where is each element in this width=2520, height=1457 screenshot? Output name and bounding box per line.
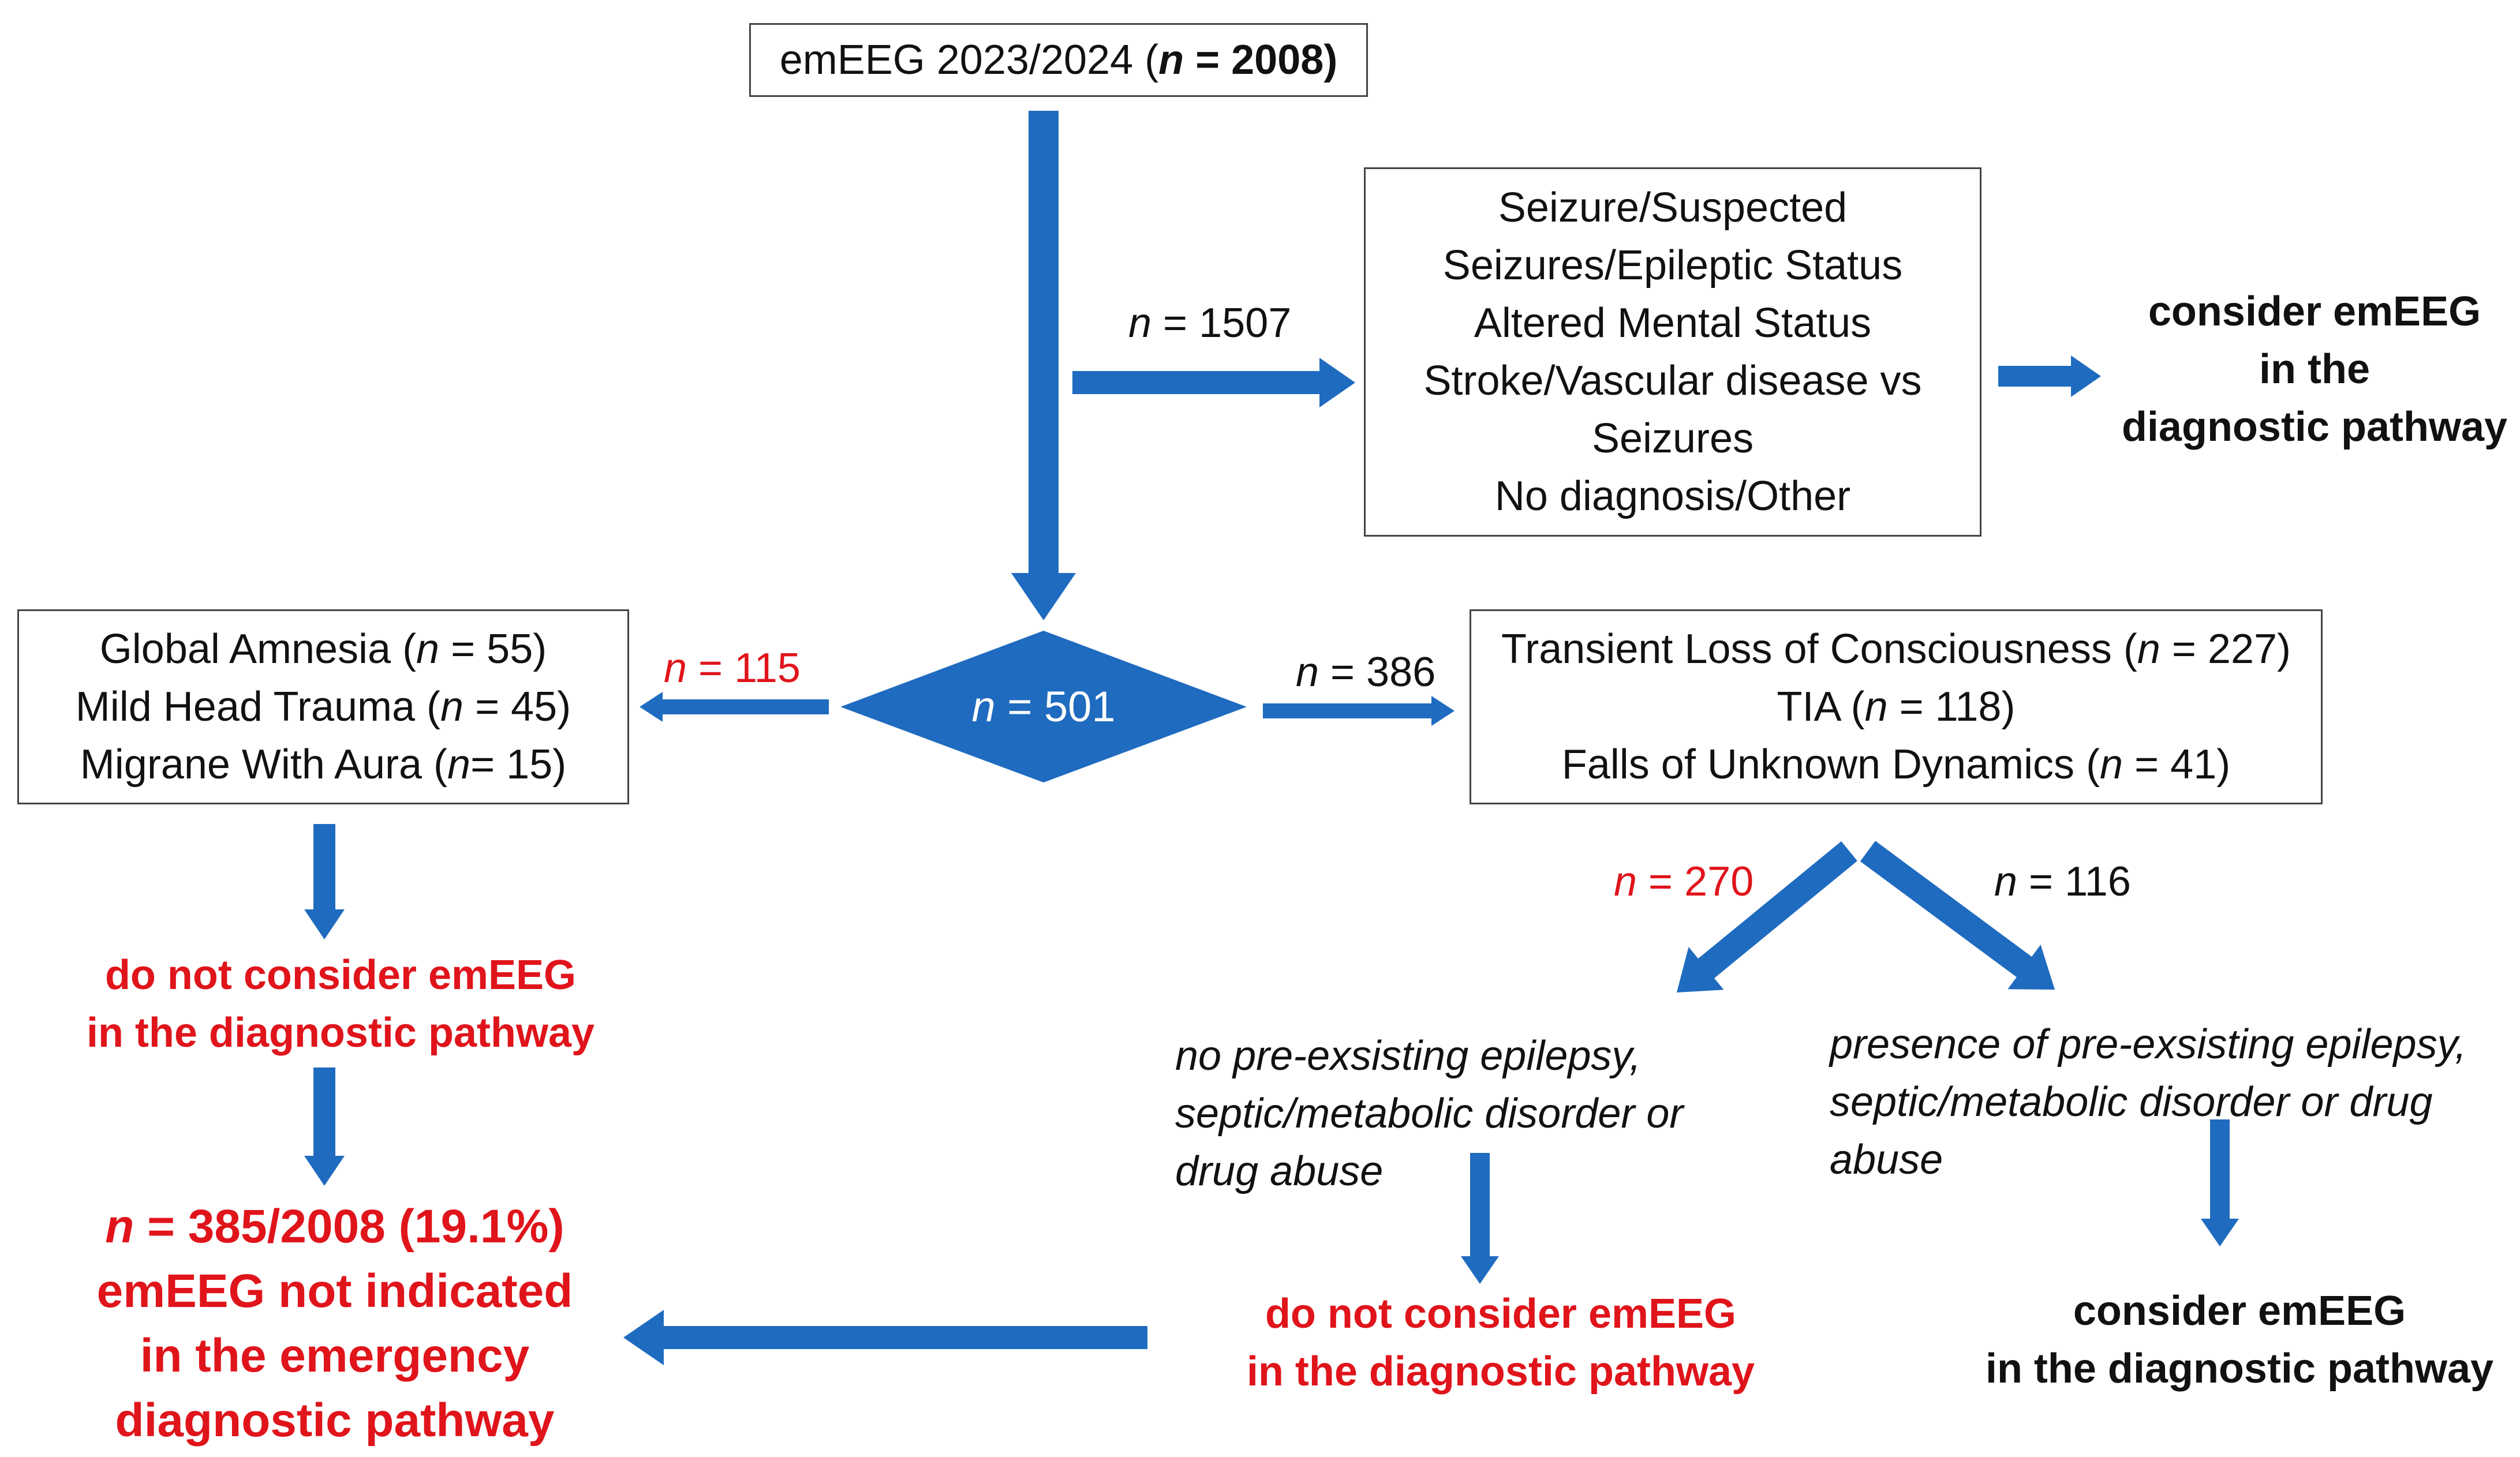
do-not-consider-bottom: do not consider emEEG in the diagnostic … bbox=[1212, 1285, 1789, 1400]
arrow-right-to-no bbox=[1677, 841, 1857, 992]
flow-116-n: n bbox=[1994, 859, 2018, 905]
no-preexisting-label: no pre-exsisting epilepsy, septic/metabo… bbox=[1175, 1027, 1683, 1200]
top-box-close: ) bbox=[1323, 37, 1338, 83]
left-line-n: n bbox=[416, 626, 440, 672]
do-not-bottom-line: in the diagnostic pathway bbox=[1246, 1349, 1755, 1395]
left-line-post: = 15) bbox=[470, 741, 567, 788]
consider-bottom-line: in the diagnostic pathway bbox=[1985, 1346, 2494, 1392]
flow-label-1507: n = 1507 bbox=[1128, 294, 1291, 352]
right-line-pre: Transient Loss of Consciousness ( bbox=[1501, 626, 2137, 672]
result-line: diagnostic pathway bbox=[115, 1394, 555, 1447]
arrow-donot-to-result-bottom bbox=[623, 1310, 1147, 1365]
right-line-post: = 41) bbox=[2123, 741, 2231, 788]
diamond-n: n bbox=[971, 683, 996, 731]
do-not-bottom-line: do not consider emEEG bbox=[1265, 1291, 1737, 1337]
arrow-presence-to-consider bbox=[2201, 1119, 2239, 1246]
right-box-line: TIA (n = 118) bbox=[1777, 678, 2016, 736]
flow-386-rest: = 386 bbox=[1319, 649, 1436, 695]
conditions-line: Seizures/Epileptic Status bbox=[1442, 242, 1903, 289]
left-line-pre: Global Amnesia ( bbox=[99, 626, 417, 672]
consider-top-label: consider emEEG in the diagnostic pathway bbox=[2113, 283, 2517, 456]
arrow-donot-to-result bbox=[304, 1068, 345, 1186]
left-box-line: Global Amnesia (n = 55) bbox=[100, 620, 547, 678]
arrow-no-to-donot bbox=[1461, 1153, 1499, 1284]
right-line-n: n bbox=[1864, 684, 1888, 730]
left-line-n: n bbox=[447, 741, 471, 788]
flow-label-115: n = 115 bbox=[664, 639, 801, 697]
flow-label-116: n = 116 bbox=[1994, 853, 2131, 911]
left-box-line: Mild Head Trauma (n = 45) bbox=[76, 678, 571, 736]
presence-line: presence of pre-exsisting epilepsy, bbox=[1830, 1021, 2467, 1068]
presence-line: septic/metabolic disorder or drug bbox=[1830, 1079, 2433, 1125]
flow-270-rest: = 270 bbox=[1637, 859, 1754, 905]
result-line: in the emergency bbox=[140, 1329, 530, 1382]
flow-label-386: n = 386 bbox=[1296, 643, 1435, 701]
arrow-diamond-to-right bbox=[1263, 696, 1455, 726]
right-box-line: Falls of Unknown Dynamics (n = 41) bbox=[1562, 736, 2230, 793]
top-box-post: = 2008 bbox=[1184, 37, 1324, 83]
do-not-left-line: do not consider emEEG bbox=[104, 952, 577, 998]
left-line-n: n bbox=[440, 684, 464, 730]
flow-1507-n: n bbox=[1128, 300, 1152, 346]
arrow-conditions-to-consider bbox=[1998, 355, 2101, 397]
arrow-right-to-presence bbox=[1860, 841, 2055, 990]
right-line-n: n bbox=[2137, 626, 2160, 672]
top-box-label: emEEG 2023/2024 (n = 2008) bbox=[780, 31, 1338, 89]
conditions-line: No diagnosis/Other bbox=[1494, 473, 1851, 519]
right-line-post: = 227) bbox=[2160, 626, 2291, 672]
left-line-post: = 45) bbox=[463, 684, 571, 730]
left-line-post: = 55) bbox=[439, 626, 547, 672]
result-rest: = 385/2008 (19.1%) bbox=[134, 1200, 564, 1253]
left-line-pre: Migrane With Aura ( bbox=[80, 741, 448, 788]
diamond-label: n = 501 bbox=[898, 678, 1189, 736]
arrow-left-to-donot bbox=[304, 824, 345, 939]
left-box-line: Migrane With Aura (n= 15) bbox=[80, 736, 566, 793]
top-box: emEEG 2023/2024 (n = 2008) bbox=[749, 23, 1368, 97]
arrow-top-to-diamond bbox=[1011, 111, 1076, 620]
conditions-line: Seizures bbox=[1591, 415, 1754, 462]
conditions-line: Stroke/Vascular disease vs bbox=[1423, 358, 1922, 404]
conditions-line: Altered Mental Status bbox=[1474, 300, 1872, 346]
right-line-n: n bbox=[2100, 741, 2123, 788]
arrow-to-conditions bbox=[1072, 358, 1355, 407]
arrow-diamond-to-left bbox=[640, 692, 829, 722]
left-line-pre: Mild Head Trauma ( bbox=[75, 684, 441, 730]
right-box: Transient Loss of Consciousness (n = 227… bbox=[1470, 609, 2323, 804]
presence-line: abuse bbox=[1830, 1137, 1943, 1183]
consider-bottom-label: consider emEEG in the diagnostic pathway bbox=[1962, 1282, 2517, 1398]
flow-116-rest: = 116 bbox=[2017, 859, 2131, 905]
result-line: emEEG not indicated bbox=[96, 1265, 573, 1317]
flow-115-rest: = 115 bbox=[687, 645, 801, 691]
left-box: Global Amnesia (n = 55) Mild Head Trauma… bbox=[17, 609, 629, 804]
flow-label-270: n = 270 bbox=[1614, 853, 1753, 911]
top-box-pre: emEEG 2023/2024 ( bbox=[779, 37, 1159, 83]
consider-top-line: diagnostic pathway bbox=[2121, 404, 2508, 450]
conditions-line: Seizure/Suspected bbox=[1498, 185, 1848, 231]
flow-270-n: n bbox=[1614, 859, 1637, 905]
no-preexisting-line: no pre-exsisting epilepsy, bbox=[1175, 1033, 1642, 1079]
presence-label: presence of pre-exsisting epilepsy, sept… bbox=[1830, 1016, 2466, 1189]
consider-bottom-line: consider emEEG bbox=[2073, 1288, 2406, 1334]
do-not-consider-left: do not consider emEEG in the diagnostic … bbox=[52, 946, 629, 1062]
right-line-pre: TIA ( bbox=[1777, 684, 1865, 730]
conditions-box: Seizure/Suspected Seizures/Epileptic Sta… bbox=[1364, 167, 1981, 537]
result-n: n bbox=[105, 1200, 134, 1253]
flow-1507-rest: = 1507 bbox=[1151, 300, 1292, 346]
no-preexisting-line: drug abuse bbox=[1175, 1148, 1384, 1194]
consider-top-line: in the bbox=[2259, 346, 2370, 392]
consider-top-line: consider emEEG bbox=[2148, 289, 2481, 335]
right-box-line: Transient Loss of Consciousness (n = 227… bbox=[1501, 620, 2291, 678]
right-line-pre: Falls of Unknown Dynamics ( bbox=[1561, 741, 2100, 788]
decision-diamond bbox=[840, 631, 1247, 782]
diamond-rest: = 501 bbox=[995, 683, 1116, 731]
top-box-n: n bbox=[1158, 37, 1184, 83]
flow-386-n: n bbox=[1296, 649, 1319, 695]
do-not-left-line: in the diagnostic pathway bbox=[86, 1010, 595, 1056]
right-line-post: = 118) bbox=[1887, 684, 2016, 730]
result-line-1: n = 385/2008 (19.1%) bbox=[17, 1194, 652, 1259]
no-preexisting-line: septic/metabolic disorder or bbox=[1175, 1091, 1684, 1137]
result-label: n = 385/2008 (19.1%) emEEG not indicated… bbox=[17, 1194, 652, 1453]
flow-115-n: n bbox=[664, 645, 687, 691]
